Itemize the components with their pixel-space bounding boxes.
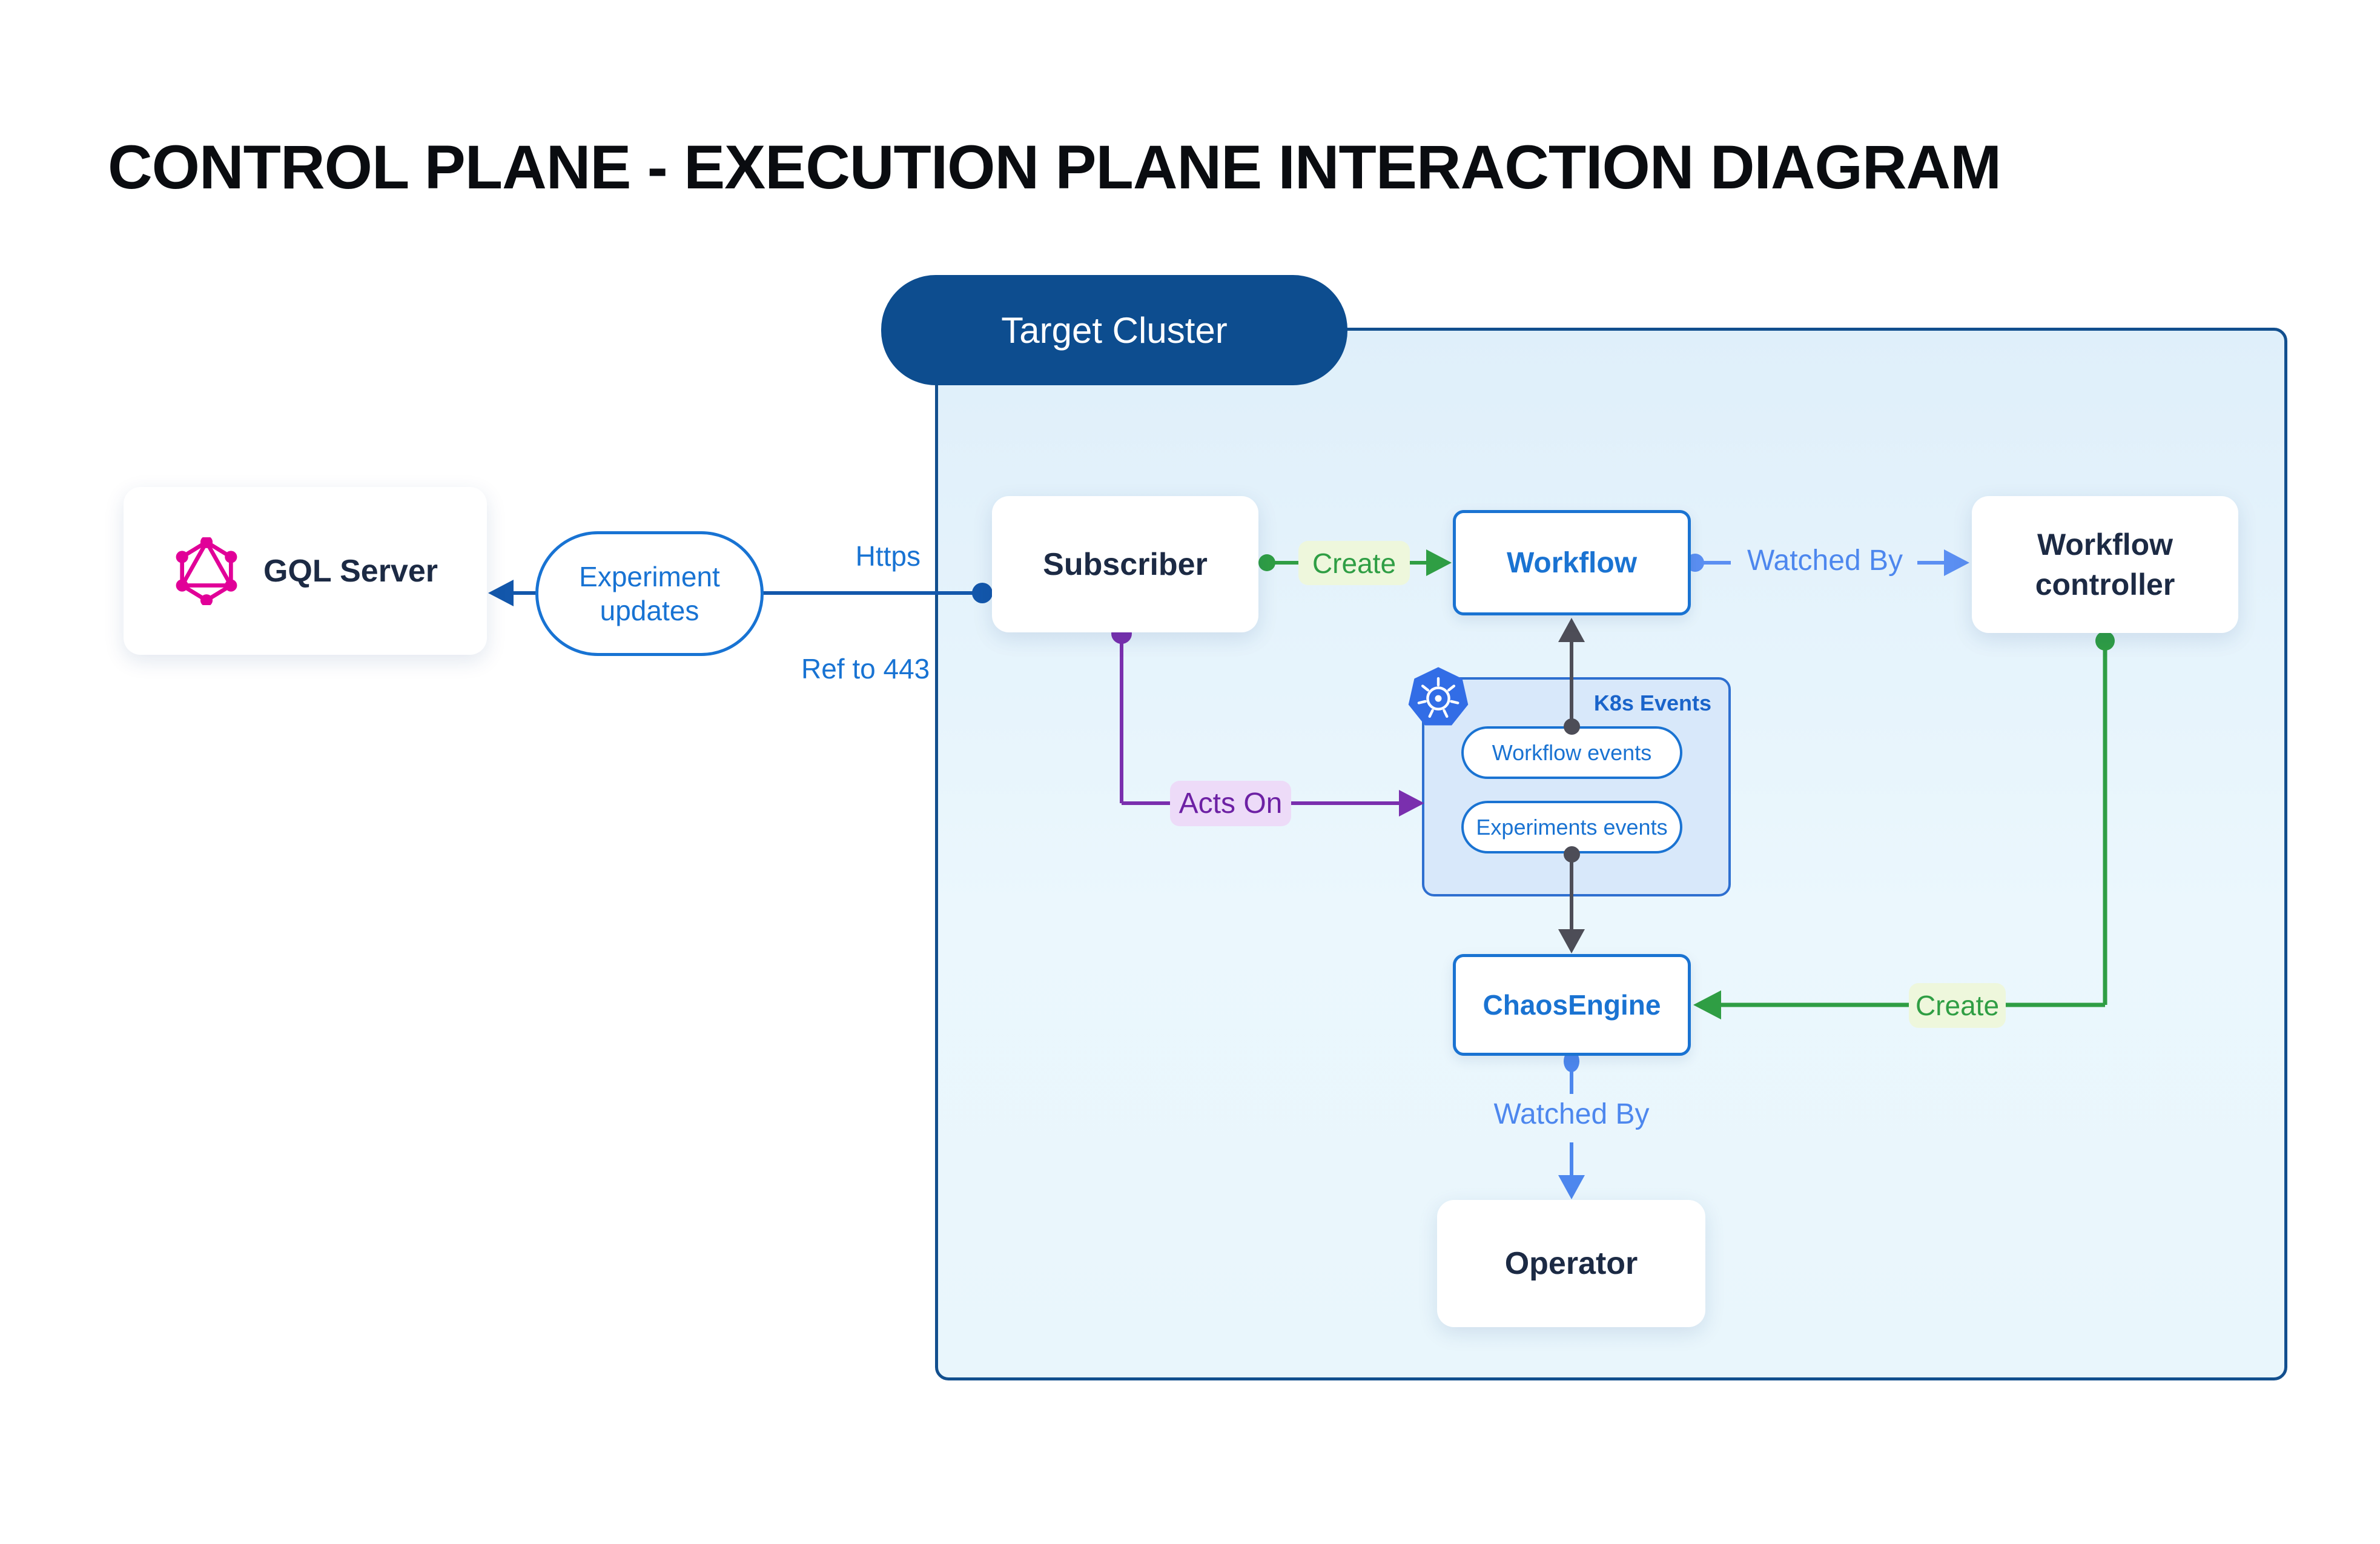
gql-server-label: GQL Server: [263, 553, 438, 589]
experiments-events-junction-dot: [1564, 846, 1580, 863]
k8s-events-box: K8s Events: [1422, 677, 1731, 896]
operator-label: Operator: [1504, 1246, 1638, 1281]
watched-by-workflow-label: Watched By: [1747, 545, 1903, 577]
gql-server-card: GQL Server: [124, 487, 487, 655]
https-label: Https: [855, 540, 921, 572]
chaos-engine-label: ChaosEngine: [1483, 989, 1661, 1021]
workflow-events-pill: Workflow events: [1461, 726, 1682, 779]
workflow-controller-card: Workflow controller: [1972, 496, 2238, 633]
workflow-events-junction-dot: [1564, 718, 1580, 735]
subscriber-card: Subscriber: [992, 496, 1258, 632]
create-workflow-label: Create: [1298, 541, 1410, 585]
workflow-label: Workflow: [1506, 546, 1638, 579]
create-chaosengine-label: Create: [1909, 983, 2006, 1028]
k8s-events-title: K8s Events: [1593, 691, 1711, 715]
experiment-updates-label: Experiment updates: [579, 560, 720, 626]
operator-card: Operator: [1437, 1200, 1705, 1327]
workflow-controller-label: Workflow controller: [2035, 528, 2175, 601]
kubernetes-icon: [1408, 667, 1469, 726]
experiments-events-pill: Experiments events: [1461, 801, 1682, 853]
ref-to-443-label: Ref to 443: [801, 653, 930, 684]
chaos-engine-card: ChaosEngine: [1453, 954, 1691, 1056]
page-title: CONTROL PLANE - EXECUTION PLANE INTERACT…: [108, 133, 2002, 202]
watched-by-operator-label: Watched By: [1493, 1098, 1650, 1130]
target-cluster-label: Target Cluster: [1001, 310, 1228, 351]
workflow-card: Workflow: [1453, 510, 1691, 615]
experiment-updates-badge: Experiment updates: [535, 531, 764, 656]
acts-on-label: Acts On: [1170, 781, 1291, 826]
target-cluster-pill: Target Cluster: [881, 275, 1347, 385]
subscriber-label: Subscriber: [1043, 546, 1208, 582]
graphql-icon: [176, 537, 237, 605]
